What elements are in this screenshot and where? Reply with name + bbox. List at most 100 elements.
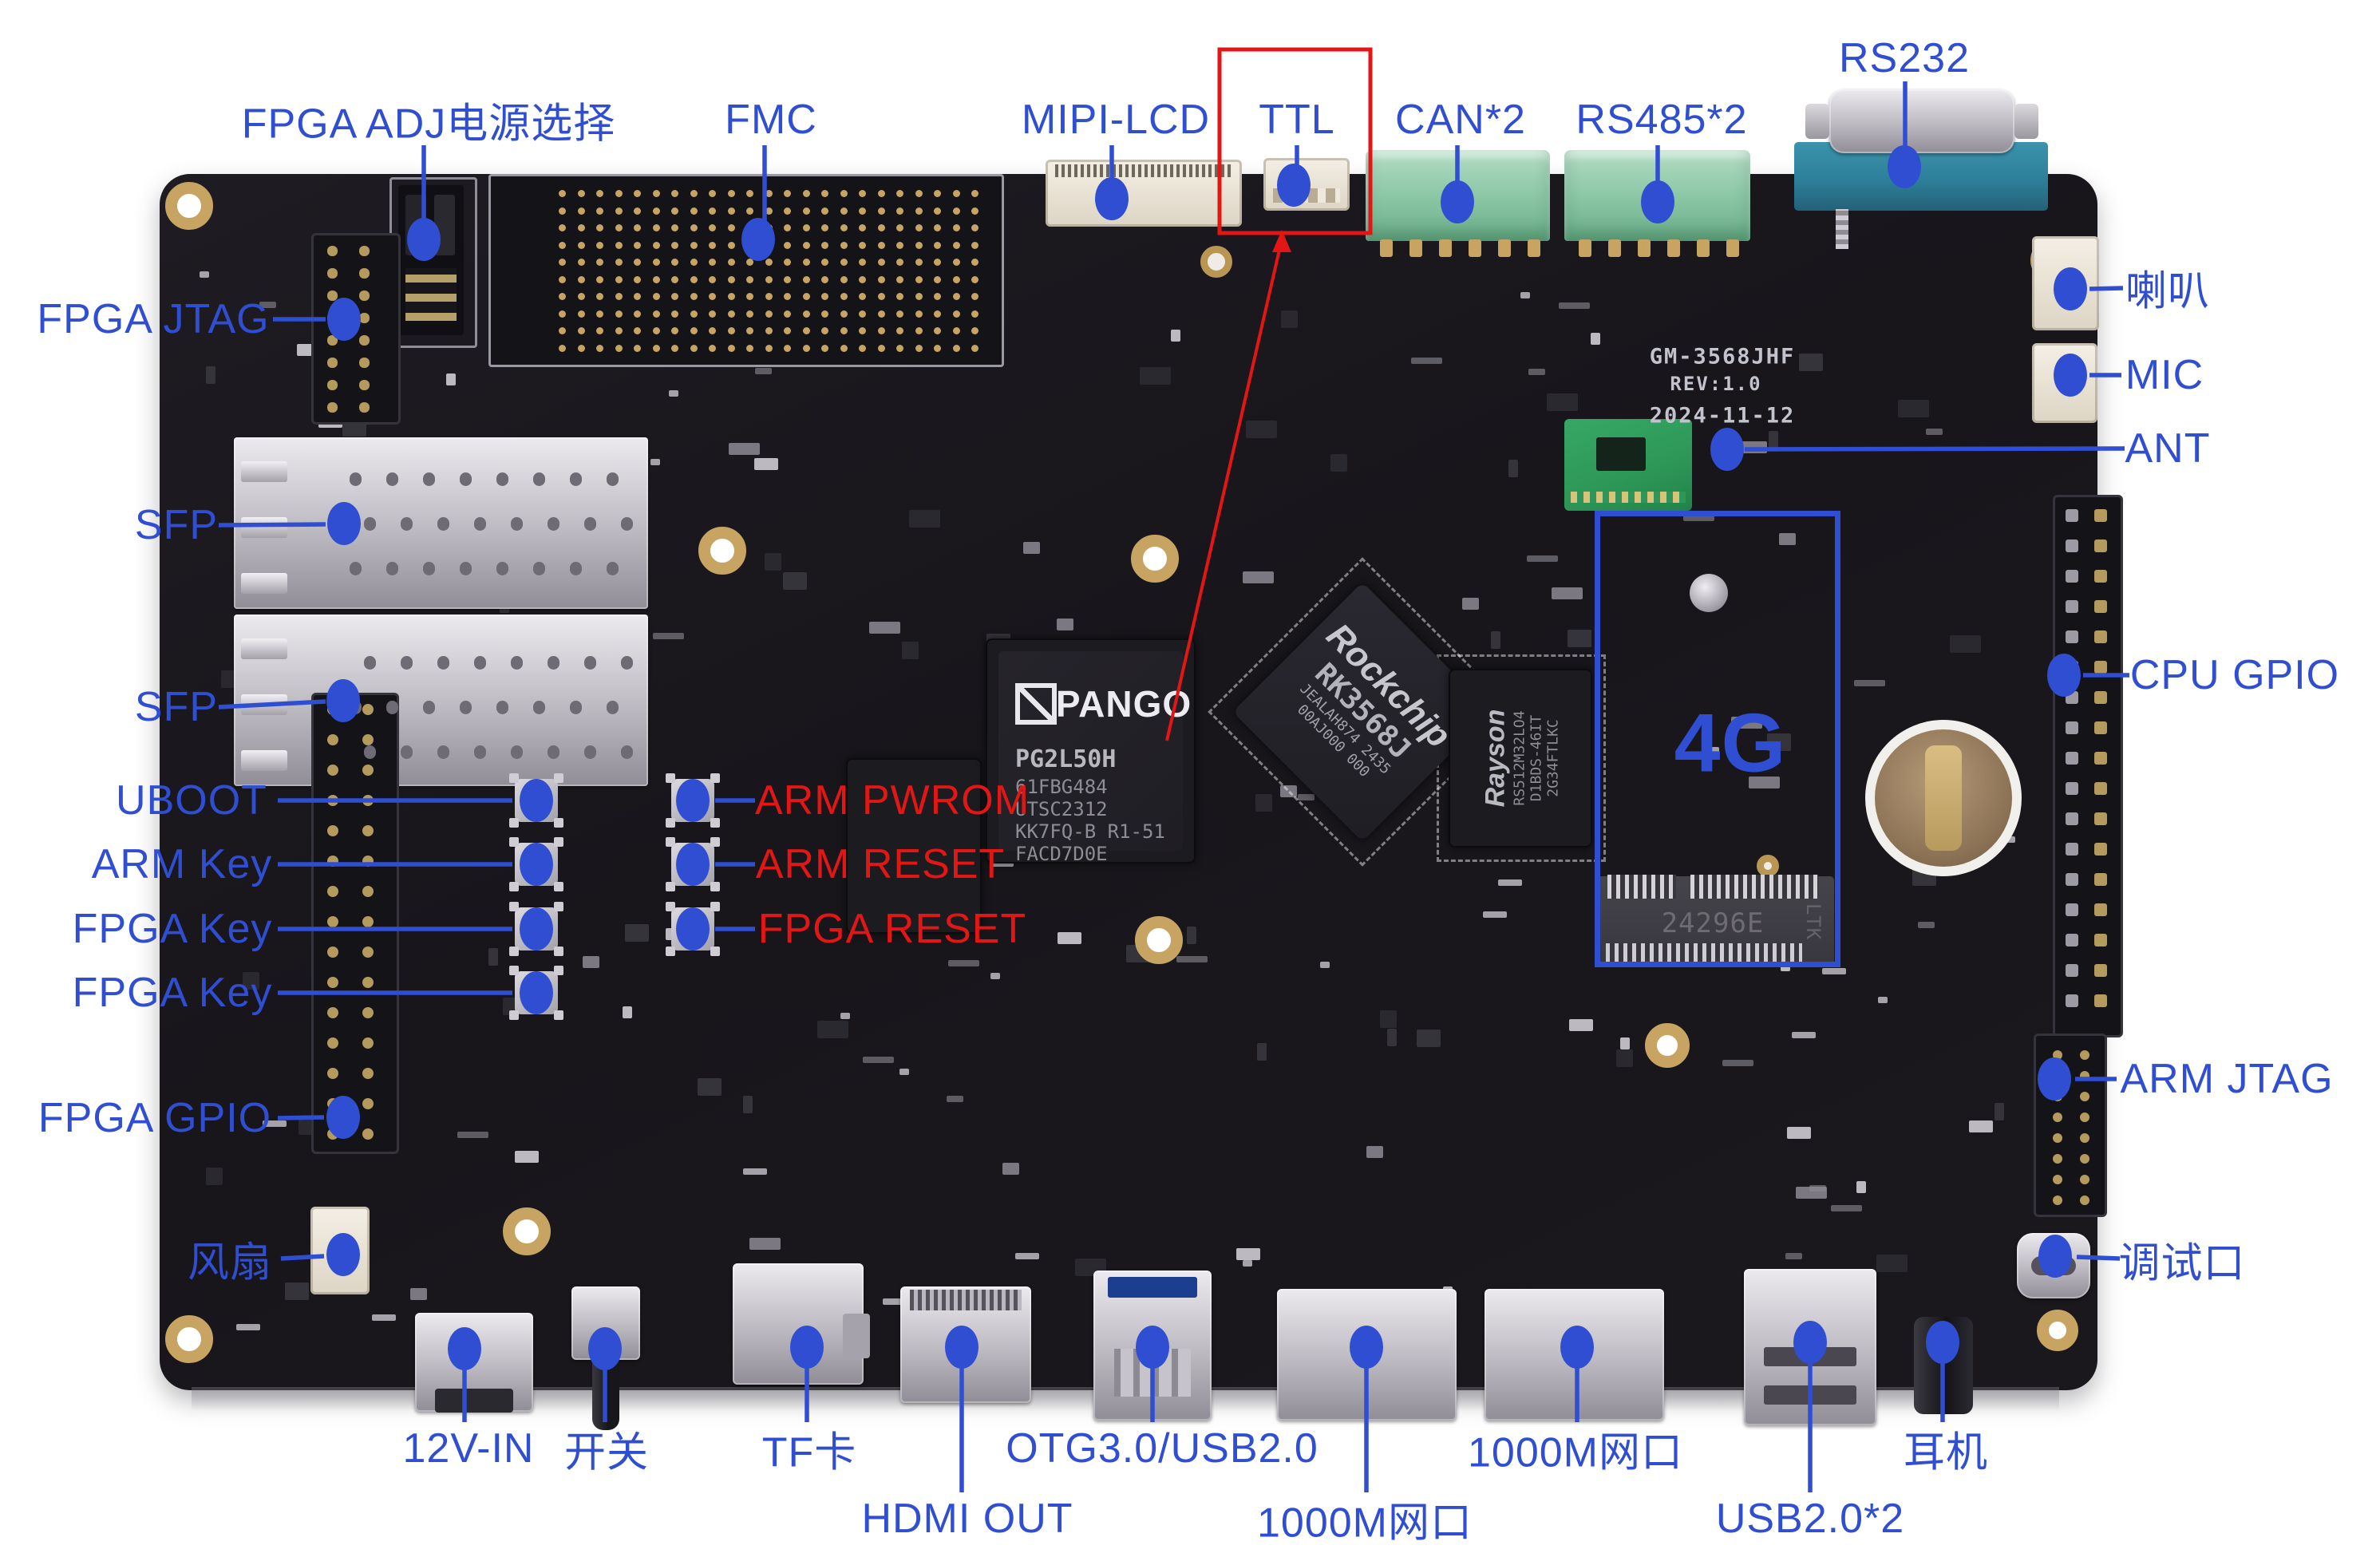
decor xyxy=(327,335,338,346)
decor xyxy=(671,344,678,352)
pango-line: KK7FQ-B R1-51 xyxy=(1015,820,1165,843)
decor xyxy=(2094,812,2107,825)
decor xyxy=(362,765,374,776)
decor xyxy=(1246,421,1277,438)
annotation-label-fpga-key-2: FPGA Key xyxy=(72,970,273,1016)
decor xyxy=(596,259,603,266)
decor xyxy=(2080,1195,2089,1205)
decor xyxy=(690,310,698,318)
decor xyxy=(577,275,585,283)
decor xyxy=(821,327,828,334)
decor xyxy=(802,190,810,197)
decor xyxy=(359,335,370,346)
decor xyxy=(515,1151,539,1163)
decor xyxy=(509,882,519,891)
decor xyxy=(915,207,923,215)
annotation-label-fpga-key-1: FPGA Key xyxy=(72,906,273,952)
decor xyxy=(671,310,678,318)
decor xyxy=(671,224,678,231)
decor xyxy=(615,207,623,215)
decor xyxy=(896,344,903,352)
decor xyxy=(423,701,435,714)
decor xyxy=(971,344,978,352)
mini-pcie-teeth-bottom xyxy=(1606,943,1802,964)
decor xyxy=(2066,630,2078,643)
decor xyxy=(1411,358,1442,364)
decor xyxy=(934,344,941,352)
screw-standoff xyxy=(1690,574,1728,612)
decor xyxy=(327,886,338,897)
decor xyxy=(327,825,338,836)
decor xyxy=(727,259,735,266)
rayson-ram-chip xyxy=(1449,669,1592,848)
decor xyxy=(327,246,338,256)
annotation-label-tf-card: TF卡 xyxy=(761,1429,857,1476)
decor xyxy=(666,818,675,828)
decor xyxy=(559,327,566,334)
decor xyxy=(952,241,960,249)
decor xyxy=(671,259,678,266)
decor xyxy=(1569,1019,1593,1031)
decor xyxy=(559,241,566,249)
decor xyxy=(840,310,848,318)
decor xyxy=(634,293,641,300)
annotation-label-ttl: TTL xyxy=(1259,97,1335,143)
decor xyxy=(1236,1248,1260,1260)
decor xyxy=(2094,934,2107,947)
marker-dot-power-sw xyxy=(588,1327,622,1370)
decor xyxy=(952,190,960,197)
decor xyxy=(2053,1050,2062,1060)
4g-module-outline xyxy=(1595,511,1840,967)
decor xyxy=(859,327,866,334)
decor xyxy=(584,517,596,531)
decor xyxy=(359,313,370,323)
decor xyxy=(952,327,960,334)
marker-dot-mipi-lcd xyxy=(1095,177,1129,220)
decor xyxy=(859,224,866,231)
decor xyxy=(554,1010,563,1020)
dc-jack-front xyxy=(435,1389,513,1413)
marker-dot-arm-pwrom xyxy=(676,779,710,822)
decor xyxy=(971,241,978,249)
decor xyxy=(327,380,338,390)
annotation-label-fan: 风扇 xyxy=(187,1239,273,1286)
decor xyxy=(821,207,828,215)
decor xyxy=(1187,927,1196,944)
decor xyxy=(1769,431,1778,449)
decor xyxy=(727,293,735,300)
annotation-label-speaker: 喇叭 xyxy=(2125,268,2211,315)
decor xyxy=(765,327,773,334)
decor xyxy=(909,510,940,528)
decor xyxy=(1171,330,1180,342)
decor xyxy=(362,1098,374,1109)
marker-dot-fpga-reset xyxy=(676,907,710,950)
decor xyxy=(362,916,374,927)
decor xyxy=(754,458,778,470)
marker-dot-uboot xyxy=(520,779,553,822)
decor xyxy=(615,190,623,197)
decor xyxy=(666,837,675,847)
decor xyxy=(710,882,720,891)
decor xyxy=(1559,302,1590,309)
decor xyxy=(817,1021,848,1038)
decor xyxy=(934,207,941,215)
marker-dot-12v-in xyxy=(448,1327,481,1370)
decor xyxy=(460,701,472,714)
decor xyxy=(1995,1103,2004,1120)
decor xyxy=(1787,1127,1811,1139)
decor xyxy=(1528,369,1545,375)
decor xyxy=(690,259,698,266)
decor xyxy=(915,224,923,231)
decor xyxy=(746,259,753,266)
decor xyxy=(359,358,370,368)
decor xyxy=(971,293,978,300)
decor xyxy=(915,327,923,334)
decor xyxy=(1918,922,1935,928)
annotation-label-sfp-2: SFP xyxy=(134,684,219,730)
decor xyxy=(1320,962,1330,968)
decor xyxy=(915,275,923,283)
decor xyxy=(727,224,735,231)
decor xyxy=(1243,571,1274,583)
decor xyxy=(653,633,684,639)
